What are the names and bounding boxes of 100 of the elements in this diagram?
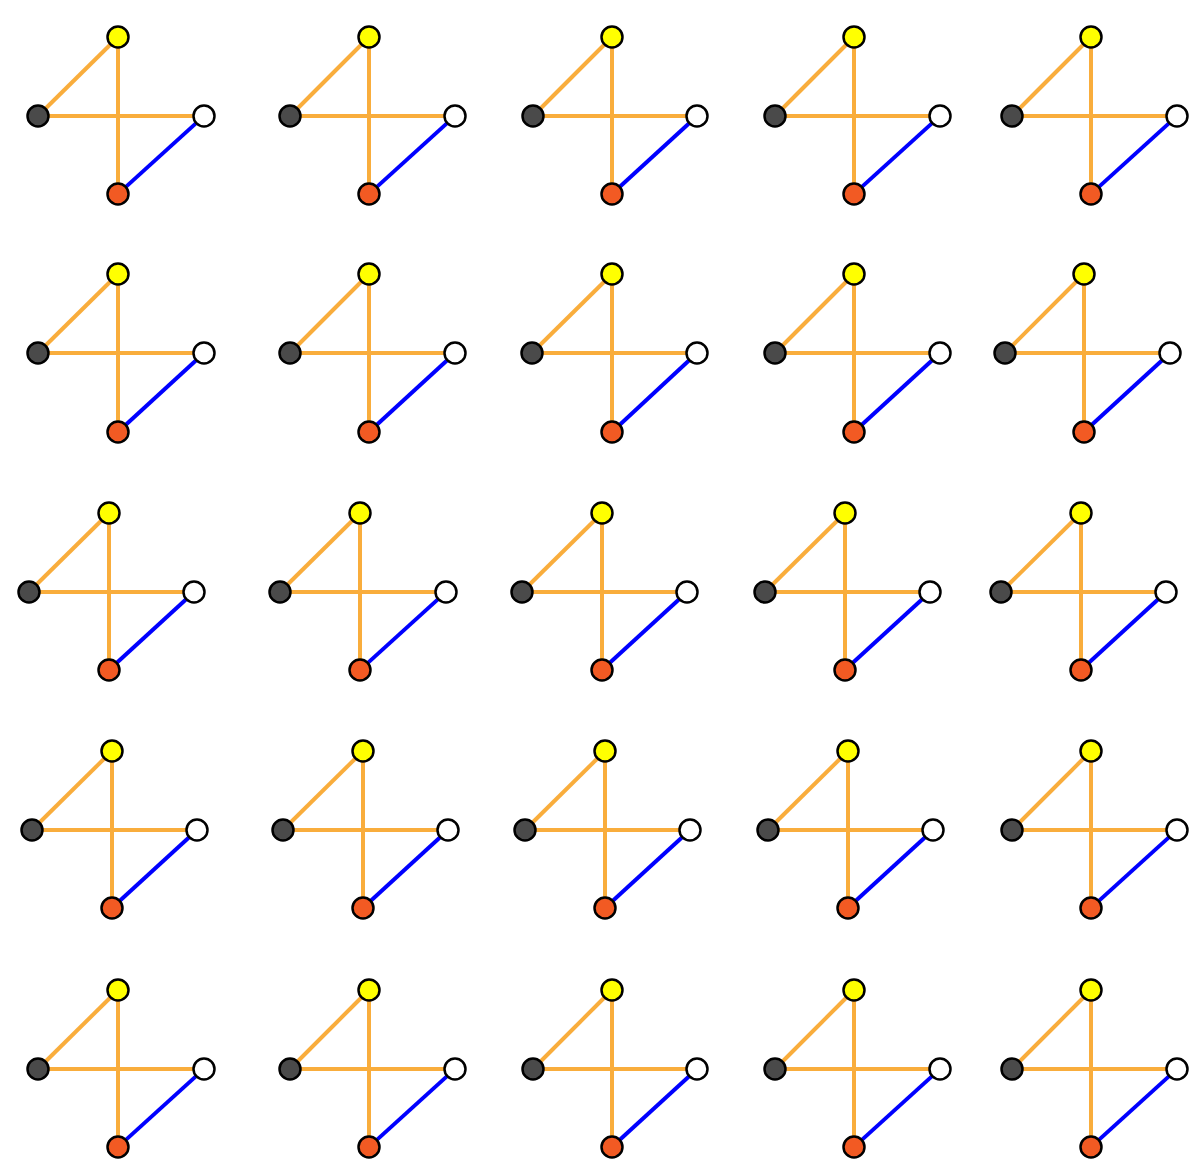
graph-edge — [1082, 285, 1086, 421]
graph-edge — [1007, 519, 1075, 586]
graph-edge — [116, 285, 120, 421]
graph-edge — [296, 996, 363, 1063]
graph-edge — [1079, 524, 1083, 659]
graph-edge — [301, 1067, 444, 1071]
graph-edge — [375, 358, 449, 427]
graph-edge — [291, 590, 435, 594]
graph-edge — [544, 114, 686, 118]
graph-edge — [600, 524, 604, 659]
graph-edge — [528, 519, 596, 586]
graph-edge — [618, 1074, 691, 1142]
graph-edge — [536, 828, 679, 832]
graph-edge — [771, 519, 839, 586]
graph-edge — [367, 1001, 371, 1136]
graph-edge — [296, 43, 363, 110]
graph-edge — [1023, 114, 1166, 118]
graph-edge — [301, 351, 444, 355]
graph-edge — [786, 351, 929, 355]
graph-edge — [539, 43, 606, 110]
graph-edge — [531, 757, 599, 824]
graph-edge — [361, 762, 365, 897]
graph-edge — [610, 285, 614, 421]
graph-edge — [116, 48, 120, 183]
graph-edge — [44, 280, 112, 347]
graph-edge — [38, 757, 106, 824]
graph-edge — [781, 280, 848, 347]
graph-edge — [358, 524, 362, 659]
graph-edge — [618, 359, 691, 426]
graph-edge — [854, 835, 927, 903]
graph-edge — [539, 996, 606, 1063]
graph-edge — [852, 1001, 856, 1136]
graph-edge — [860, 358, 934, 427]
graph-edge — [776, 590, 919, 594]
graph-edge — [543, 351, 686, 355]
graph-edge — [846, 762, 850, 897]
graph-edge — [1023, 1067, 1166, 1071]
graph-edge — [294, 828, 437, 832]
graph-edge — [1097, 121, 1171, 189]
graph-edge — [43, 828, 186, 832]
graph-edge — [375, 1074, 449, 1142]
graph-edge — [538, 280, 606, 347]
graph-edge — [852, 285, 856, 421]
graph-edge — [1016, 351, 1159, 355]
graph-edge — [1097, 835, 1171, 903]
graph-edge — [779, 828, 922, 832]
graph-edge — [369, 835, 442, 903]
graph-edge — [608, 597, 681, 665]
graph-edge — [786, 114, 929, 118]
graph-edge — [1087, 597, 1160, 665]
graph-edge — [367, 48, 371, 183]
graph-edge — [49, 1067, 193, 1071]
graph-edge — [116, 1001, 120, 1136]
graph-edge — [1018, 43, 1085, 110]
graph-edge — [366, 597, 440, 665]
graph-edge — [367, 285, 371, 421]
graph-edge — [1089, 762, 1093, 897]
graph-edge — [1089, 48, 1093, 183]
graph-edge — [1011, 280, 1078, 347]
graph-edge — [786, 1067, 929, 1071]
graph-edge — [301, 114, 444, 118]
graph-edge — [781, 996, 848, 1063]
graph-edge — [781, 43, 848, 110]
graph-edge — [610, 1001, 614, 1136]
graph-edge — [107, 524, 111, 659]
graph-edge — [124, 121, 198, 189]
graph-edge — [110, 762, 114, 897]
graph-edge — [1012, 590, 1155, 594]
graph-edge — [851, 597, 924, 665]
graph-edge — [40, 590, 183, 594]
graph-edge — [1018, 757, 1085, 824]
graph-edge — [375, 121, 449, 189]
graph-edge — [843, 524, 847, 659]
graph-edge — [124, 358, 198, 427]
graph-edge — [618, 121, 691, 189]
graph-edge — [860, 1074, 934, 1142]
graph-edge — [35, 519, 103, 586]
graph-edge — [1023, 828, 1166, 832]
graph-edge — [49, 351, 193, 355]
graph-edge — [44, 43, 112, 110]
graph-edge — [124, 1074, 198, 1142]
graph-edge — [611, 835, 684, 903]
graph-edge — [296, 280, 363, 347]
graph-edge — [118, 835, 191, 903]
graph-edge — [774, 757, 842, 824]
graph-edge — [49, 114, 193, 118]
graph-edge — [603, 762, 607, 897]
graph-edge — [44, 996, 112, 1063]
graph-edge — [860, 121, 934, 189]
graph-edge — [852, 48, 856, 183]
graph-edge — [1089, 1001, 1093, 1136]
graph-edge — [533, 590, 676, 594]
graph-edge — [1018, 996, 1085, 1063]
graph-edge — [289, 757, 357, 824]
graph-edge — [115, 597, 188, 665]
graph-edge — [610, 48, 614, 183]
graph-edge — [544, 1067, 686, 1071]
graph-edge — [286, 519, 354, 586]
graph-edge — [1097, 1074, 1171, 1142]
graph-edge — [1090, 358, 1164, 427]
